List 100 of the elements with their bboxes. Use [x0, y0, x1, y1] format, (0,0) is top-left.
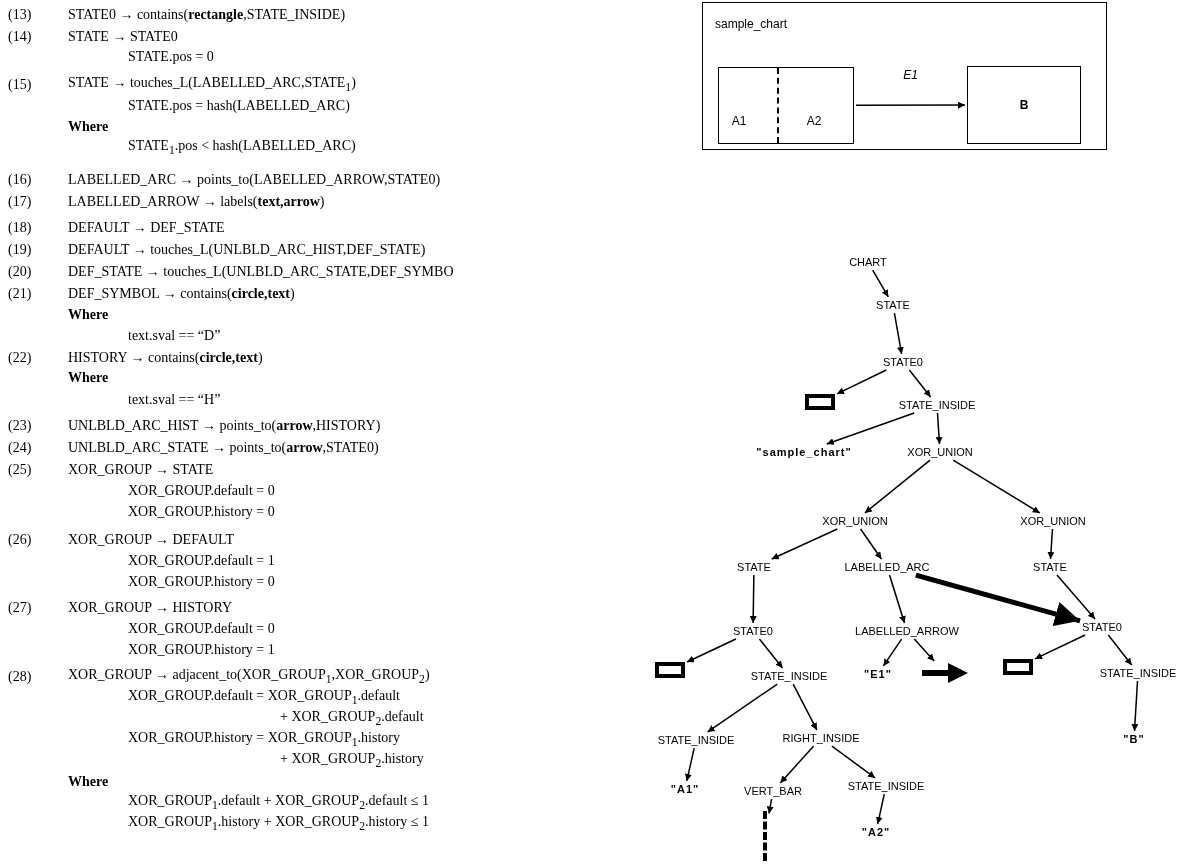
arrow	[792, 683, 818, 731]
symbol-label: STATE	[737, 560, 771, 574]
arrow	[836, 369, 888, 395]
rule-text: XOR_GROUP.history = 1	[128, 642, 275, 658]
arrow	[1047, 528, 1055, 560]
chart-title: sample_chart	[715, 17, 788, 31]
rule-text: XOR_GROUP → STATE	[68, 462, 214, 478]
rule-number: (26)	[8, 532, 32, 548]
arrow	[779, 745, 815, 784]
rule-text: + XOR_GROUP$_{2}$.history	[280, 751, 424, 771]
rule-text: XOR_GROUP.default = XOR_GROUP$_{1}$.default	[128, 688, 400, 708]
arrow	[893, 312, 904, 355]
terminal-label: "A2"	[861, 825, 891, 839]
arrow	[855, 101, 966, 109]
rule-number: (25)	[8, 462, 32, 478]
rule-number: (28)	[8, 669, 32, 685]
rule-text: XOR_GROUP$_{1}$.history + XOR_GROUP$_{2}$.history ≤ 1	[128, 814, 430, 834]
where-keyword: Where	[68, 370, 109, 386]
symbol-label: STATE_INSIDE	[1099, 666, 1177, 680]
arrow	[684, 747, 695, 782]
arrow	[875, 793, 885, 825]
rectangle-icon	[1003, 659, 1033, 675]
chart-frame	[702, 2, 1107, 150]
terminal-label: "A1"	[670, 782, 700, 796]
arrow	[915, 572, 1081, 627]
terminal-label: "B"	[1123, 732, 1145, 746]
rule-number: (21)	[8, 286, 32, 302]
rule-text: XOR_GROUP → adjacent_to(XOR_GROUP$_{1}$,XOR_GROUP$_{2}$)	[68, 667, 430, 687]
rule-number: (18)	[8, 220, 32, 236]
symbol-label: STATE_INSIDE	[847, 779, 925, 793]
arrow	[882, 638, 903, 667]
rule-text: STATE0 → contains(rectangle,STATE_INSIDE)	[68, 7, 346, 23]
arrow	[706, 683, 779, 733]
rule-text: XOR_GROUP → HISTORY	[68, 600, 233, 616]
state-box	[718, 67, 854, 144]
rule-text: + XOR_GROUP$_{2}$.default	[280, 709, 424, 729]
rule-text: STATE$_{1}$.pos < hash(LABELLED_ARC)	[128, 138, 356, 158]
dashed-bar-icon	[763, 811, 767, 861]
rule-number: (15)	[8, 77, 32, 93]
symbol-label: STATE_INSIDE	[657, 733, 735, 747]
where-keyword: Where	[68, 307, 109, 323]
rule-number: (19)	[8, 242, 32, 258]
rule-number: (23)	[8, 418, 32, 434]
rectangle-icon	[805, 394, 835, 410]
rule-text: LABELLED_ARROW → labels(text,arrow)	[68, 194, 325, 210]
rule-text: STATE.pos = hash(LABELLED_ARC)	[128, 98, 350, 114]
arrow	[888, 574, 906, 624]
rule-number: (20)	[8, 264, 32, 280]
rule-number: (14)	[8, 29, 32, 45]
symbol-label: LABELLED_ARC	[844, 560, 930, 574]
rule-text: text.sval == “D”	[128, 328, 221, 344]
state-label: A1	[731, 115, 747, 129]
rule-text: LABELLED_ARC → points_to(LABELLED_ARROW,STATE0)	[68, 172, 441, 188]
arrow-icon	[922, 663, 968, 683]
symbol-label: STATE0	[733, 624, 773, 638]
arrow	[871, 269, 890, 298]
arrow	[908, 369, 932, 398]
rectangle-icon	[655, 662, 685, 678]
arrow	[826, 412, 915, 445]
arrow	[1131, 680, 1139, 732]
rule-text: HISTORY → contains(circle,text)	[68, 350, 263, 366]
where-keyword: Where	[68, 774, 109, 790]
rule-text: UNLBLD_ARC_HIST → points_to(arrow,HISTORY)	[68, 418, 381, 434]
arrow	[831, 745, 876, 779]
rule-text: XOR_GROUP$_{1}$.default + XOR_GROUP$_{2}$.default ≤ 1	[128, 793, 429, 813]
symbol-label: STATE_INSIDE	[898, 398, 976, 412]
rule-text: XOR_GROUP.default = 1	[128, 553, 275, 569]
arrow	[935, 412, 943, 445]
rule-text: XOR_GROUP.history = 0	[128, 504, 275, 520]
arrow	[913, 638, 935, 662]
symbol-label: STATE_INSIDE	[750, 669, 828, 683]
arrow	[1056, 574, 1096, 620]
arrow	[1107, 634, 1133, 666]
rule-number: (27)	[8, 600, 32, 616]
arrow	[686, 638, 737, 663]
arrow	[758, 638, 784, 669]
rule-text: XOR_GROUP.default = 0	[128, 483, 275, 499]
symbol-label: STATE	[1033, 560, 1067, 574]
symbol-label: XOR_UNION	[1020, 514, 1086, 528]
rule-number: (22)	[8, 350, 32, 366]
rule-text: DEF_STATE → touches_L(UNLBLD_ARC_STATE,DEF_SYMBO	[68, 264, 454, 280]
rule-number: (13)	[8, 7, 32, 23]
symbol-label: STATE0	[1082, 620, 1122, 634]
arrow	[1034, 634, 1086, 660]
symbol-label: STATE0	[883, 355, 923, 369]
where-keyword: Where	[68, 119, 109, 135]
terminal-label: "sample_chart"	[756, 445, 852, 459]
arrow	[766, 798, 774, 815]
arrow	[952, 459, 1041, 514]
arrow	[864, 459, 931, 514]
rule-number: (17)	[8, 194, 32, 210]
rule-text: DEF_SYMBOL → contains(circle,text)	[68, 286, 295, 302]
state-box: B	[967, 66, 1081, 144]
symbol-label: CHART	[849, 255, 887, 269]
rule-text: XOR_GROUP.default = 0	[128, 621, 275, 637]
symbol-label: XOR_UNION	[822, 514, 888, 528]
rule-text: STATE → touches_L(LABELLED_ARC,STATE$_{1}$)	[68, 75, 356, 95]
rule-text: XOR_GROUP.history = 0	[128, 574, 275, 590]
rule-number: (16)	[8, 172, 32, 188]
symbol-label: RIGHT_INSIDE	[782, 731, 860, 745]
